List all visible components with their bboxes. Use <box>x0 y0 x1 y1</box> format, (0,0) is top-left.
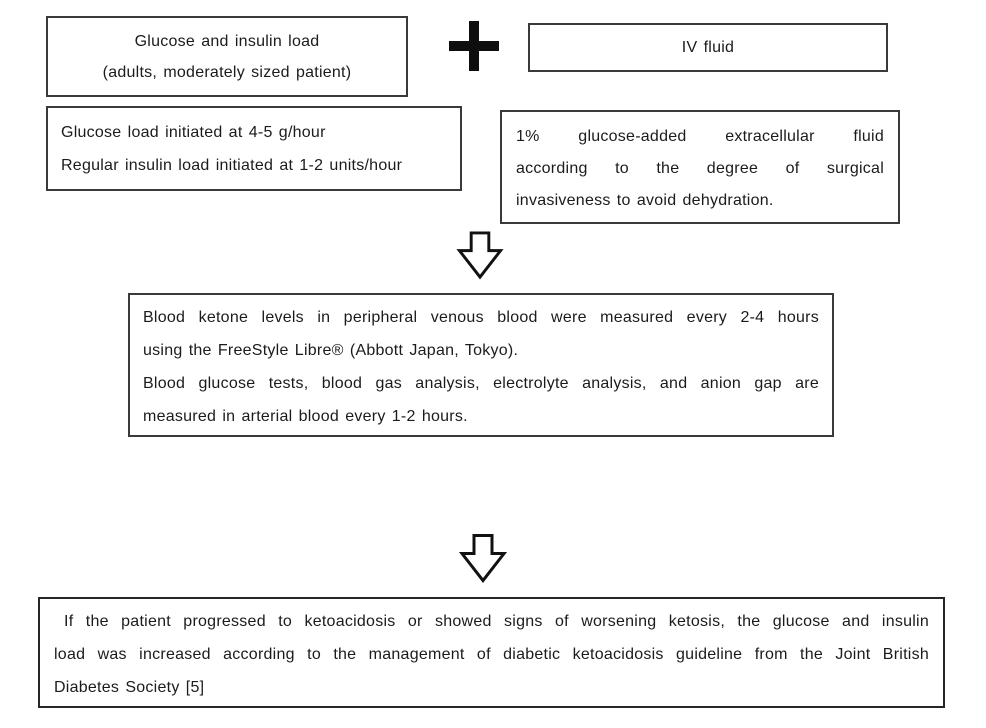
iv-detail-line: according to the degree of surgical <box>516 160 884 177</box>
escalation-line: If the patient progressed to ketoacidosi… <box>64 613 929 630</box>
down-arrow-icon <box>456 231 504 280</box>
monitoring-box: Blood ketone levels in peripheral venous… <box>128 293 834 437</box>
iv-detail-line: 1% glucose-added extracellular fluid <box>516 128 884 145</box>
escalation-line: Diabetes Society [5] <box>54 679 205 696</box>
down-arrow-icon <box>458 534 508 583</box>
glucose-insulin-header-line: (adults, moderately sized patient) <box>102 63 352 81</box>
glucose-insulin-detail-box: Glucose load initiated at 4-5 g/hour Reg… <box>46 106 462 191</box>
iv-detail-line: invasiveness to avoid dehydration. <box>516 192 774 209</box>
plus-icon <box>449 21 499 71</box>
glucose-insulin-header-box: Glucose and insulin load (adults, modera… <box>46 16 408 97</box>
glucose-insulin-header-line: Glucose and insulin load <box>134 32 320 50</box>
escalation-line: load was increased according to the mana… <box>54 646 929 663</box>
monitoring-line: Blood ketone levels in peripheral venous… <box>143 309 819 326</box>
iv-fluid-header-label: IV fluid <box>681 39 735 56</box>
monitoring-line: using the FreeStyle Libre® (Abbott Japan… <box>143 342 519 359</box>
iv-fluid-header-box: IV fluid <box>528 23 888 72</box>
iv-fluid-detail-box: 1% glucose-added extracellular fluid acc… <box>500 110 900 224</box>
glucose-detail-line: Glucose load initiated at 4-5 g/hour <box>61 124 326 141</box>
monitoring-line: measured in arterial blood every 1-2 hou… <box>143 408 468 425</box>
glucose-detail-line: Regular insulin load initiated at 1-2 un… <box>61 157 403 174</box>
monitoring-line: Blood glucose tests, blood gas analysis,… <box>143 375 819 392</box>
escalation-box: If the patient progressed to ketoacidosi… <box>38 597 945 708</box>
